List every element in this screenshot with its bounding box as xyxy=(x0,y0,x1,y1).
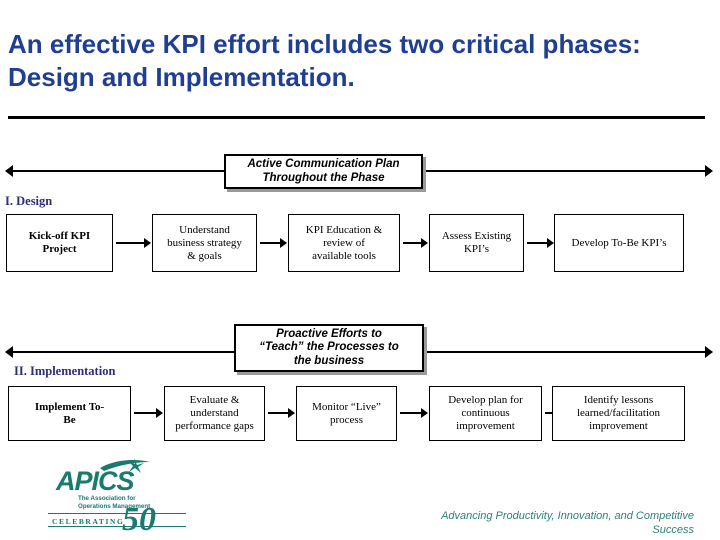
step-box-develop-continuous-improvement-plan[interactable]: Develop plan for continuous improvement xyxy=(429,386,542,441)
step-box-implement-to-be[interactable]: Implement To- Be xyxy=(8,386,131,441)
step-line: available tools xyxy=(312,249,376,262)
arrow-head-right-icon xyxy=(547,238,554,248)
footer-line-1: Advancing Productivity, Innovation, and … xyxy=(441,510,694,522)
banner-active-communication-plan: Active Communication Plan Throughout the… xyxy=(224,154,423,189)
page-title: An effective KPI effort includes two cri… xyxy=(8,29,641,92)
step-box-evaluate-performance-gaps[interactable]: Evaluate & understand performance gaps xyxy=(164,386,265,441)
connector-arrow-design-4 xyxy=(527,238,554,248)
swoosh-icon xyxy=(100,460,150,471)
logo-rule-top xyxy=(48,513,186,514)
connector-arrow-impl-2 xyxy=(268,408,295,418)
logo-rule-bottom xyxy=(48,526,186,527)
step-line: performance gaps xyxy=(175,420,254,432)
title-divider xyxy=(8,116,705,119)
logo-tagline-line-2: Operations Management xyxy=(78,503,150,510)
step-box-monitor-live-process[interactable]: Monitor “Live” process xyxy=(296,386,397,441)
step-line: continuous xyxy=(461,407,510,419)
connector-arrow-impl-3 xyxy=(400,408,428,418)
phase-label-design: I. Design xyxy=(5,194,53,208)
star-icon xyxy=(128,458,144,473)
connector-line xyxy=(268,412,289,414)
step-box-develop-to-be-kpis[interactable]: Develop To-Be KPI’s xyxy=(554,214,684,272)
connector-line xyxy=(403,242,422,244)
step-line: Monitor “Live” xyxy=(312,400,381,413)
arrow-head-right-icon xyxy=(705,165,713,177)
arrow-head-left-icon xyxy=(5,165,13,177)
banner-proactive-efforts: Proactive Efforts to “Teach” the Process… xyxy=(234,324,424,372)
step-line: Kick-off KPI xyxy=(28,230,91,242)
step-box-identify-lessons-learned[interactable]: Identify lessons learned/facilitation im… xyxy=(552,386,685,441)
arrow-head-right-icon xyxy=(705,346,713,358)
arrow-head-right-icon xyxy=(144,238,151,248)
connector-line xyxy=(260,242,281,244)
footer-tagline: Advancing Productivity, Innovation, and … xyxy=(394,509,694,537)
banner-line-1: Proactive Efforts to xyxy=(276,327,382,340)
step-line: business strategy xyxy=(167,236,242,249)
step-line: Understand xyxy=(179,223,230,236)
step-line: KPI’s xyxy=(463,243,490,255)
banner-line-2: Throughout the Phase xyxy=(262,171,385,184)
connector-arrow-design-1 xyxy=(116,238,151,248)
logo-celebrating-text: CELEBRATING xyxy=(52,517,124,526)
apics-logo: APICS The Association for Operations Man… xyxy=(48,458,186,532)
step-box-kickoff-kpi-project[interactable]: Kick-off KPI Project xyxy=(6,214,113,272)
apics-wordmark: APICS xyxy=(55,466,135,496)
step-line: Implement To- xyxy=(34,400,105,413)
footer-line-2: Success xyxy=(652,524,694,536)
step-line: Be xyxy=(63,413,76,426)
step-box-assess-existing-kpis[interactable]: Assess Existing KPI’s xyxy=(429,214,524,272)
step-line: improvement xyxy=(456,420,515,432)
step-line: improvement xyxy=(589,420,648,432)
step-line: Evaluate & xyxy=(189,394,240,406)
connector-arrow-impl-1 xyxy=(134,408,163,418)
phase-label-implementation: II. Implementation xyxy=(14,364,116,378)
arrow-head-right-icon xyxy=(280,238,287,248)
step-line: Assess Existing xyxy=(441,230,512,242)
step-box-understand-business-strategy[interactable]: Understand business strategy & goals xyxy=(152,214,257,272)
connector-arrow-design-3 xyxy=(403,238,428,248)
logo-anniversary-number: 50 xyxy=(122,501,156,532)
connector-arrow-design-2 xyxy=(260,238,287,248)
connector-line xyxy=(527,242,548,244)
step-line: KPI Education & xyxy=(305,223,383,236)
banner-line-1: Active Communication Plan xyxy=(247,158,400,170)
connector-line xyxy=(400,412,422,414)
step-line: Identify lessons xyxy=(583,394,654,406)
arrow-head-right-icon xyxy=(421,408,428,418)
step-line: understand xyxy=(190,407,239,419)
step-line: & goals xyxy=(187,249,222,262)
step-line: learned/facilitation xyxy=(576,407,661,419)
step-line: Develop To-Be KPI’s xyxy=(571,236,667,249)
connector-line xyxy=(134,412,157,414)
arrow-head-right-icon xyxy=(421,238,428,248)
arrow-head-right-icon xyxy=(156,408,163,418)
connector-line xyxy=(116,242,145,244)
step-line: process xyxy=(330,413,363,426)
logo-tagline-line-1: The Association for xyxy=(78,495,136,502)
banner-line-3: the business xyxy=(293,354,365,367)
step-line: Develop plan for xyxy=(448,394,523,406)
step-line: review of xyxy=(323,236,365,249)
arrow-head-right-icon xyxy=(288,408,295,418)
banner-line-2: “Teach” the Processes to xyxy=(259,341,399,354)
step-line: Project xyxy=(42,243,77,255)
arrow-head-left-icon xyxy=(5,346,13,358)
step-box-kpi-education-review[interactable]: KPI Education & review of available tool… xyxy=(288,214,400,272)
